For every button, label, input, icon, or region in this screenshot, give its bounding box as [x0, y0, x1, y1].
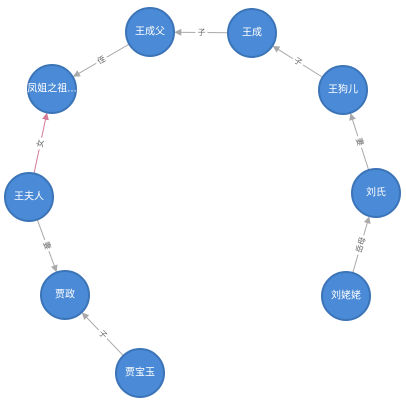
node-wfr[interactable]: 王夫人	[4, 172, 54, 222]
edge-label-group: 子	[290, 54, 306, 70]
edge-label: 岳母	[353, 236, 367, 254]
edge-label: 妻	[41, 240, 53, 251]
node-label: 王成父	[135, 26, 165, 38]
node-label: 凤姐之祖...	[27, 82, 77, 95]
edge-wge-wc: 子	[272, 45, 323, 78]
node-circle[interactable]	[321, 271, 371, 321]
edge-label: 妻	[354, 136, 366, 147]
edge-label-group: 妻	[40, 238, 54, 253]
edge-lll-lsh: 岳母	[352, 216, 371, 274]
node-jz[interactable]: 贾政	[40, 270, 90, 320]
edge-label-background	[40, 238, 54, 253]
node-circle[interactable]	[318, 65, 368, 115]
node-label: 刘氏	[366, 187, 386, 199]
edge-label-background	[93, 52, 110, 68]
edge-label-background	[353, 134, 367, 150]
edge-label-group: 子	[195, 27, 208, 38]
node-circle[interactable]	[227, 8, 277, 58]
node-lsh[interactable]: 刘氏	[351, 168, 401, 218]
edge-label-group: 侄	[93, 52, 110, 68]
node-label: 王夫人	[14, 191, 44, 203]
edge-label-background	[195, 27, 208, 38]
edge-label-group: 子	[95, 326, 111, 343]
node-circle[interactable]	[27, 64, 77, 114]
node-fj[interactable]: 凤姐之祖...	[27, 64, 77, 114]
node-circle[interactable]	[351, 168, 401, 218]
edge-wfr-jz: 妻	[36, 219, 58, 273]
node-circle[interactable]	[40, 270, 90, 320]
edge-wcf-fj: 侄	[73, 43, 130, 77]
edge-label-background	[290, 54, 306, 70]
node-circle[interactable]	[125, 7, 175, 57]
edge-label-background	[95, 326, 111, 343]
node-circle[interactable]	[115, 348, 165, 398]
edge-label-background	[353, 233, 369, 256]
edge-lsh-wge: 妻	[349, 113, 370, 171]
node-label: 刘姥姥	[331, 289, 361, 302]
edge-wfr-fj: 女	[33, 112, 49, 174]
edge-label-background	[34, 136, 47, 151]
edge-jby-jz: 子	[81, 312, 124, 357]
edge-label-group: 女	[34, 136, 47, 151]
edge-wc-wcf: 子	[174, 27, 229, 38]
node-label: 贾宝玉	[125, 366, 155, 379]
node-label: 王狗儿	[328, 83, 358, 96]
edge-label: 侄	[95, 53, 107, 66]
edge-label: 女	[34, 138, 45, 148]
edge-label-group: 妻	[353, 134, 367, 150]
node-wc[interactable]: 王成	[227, 8, 277, 58]
edges-layer: 子侄子妻岳母女妻子	[33, 27, 371, 357]
edge-label: 子	[197, 28, 205, 37]
edge-label: 子	[292, 56, 304, 68]
node-jby[interactable]: 贾宝玉	[115, 348, 165, 398]
node-wge[interactable]: 王狗儿	[318, 65, 368, 115]
node-circle[interactable]	[4, 172, 54, 222]
node-label: 王成	[242, 27, 262, 39]
node-wcf[interactable]: 王成父	[125, 7, 175, 57]
node-label: 贾政	[55, 288, 75, 301]
node-lll[interactable]: 刘姥姥	[321, 271, 371, 321]
edge-label-group: 岳母	[353, 233, 369, 256]
